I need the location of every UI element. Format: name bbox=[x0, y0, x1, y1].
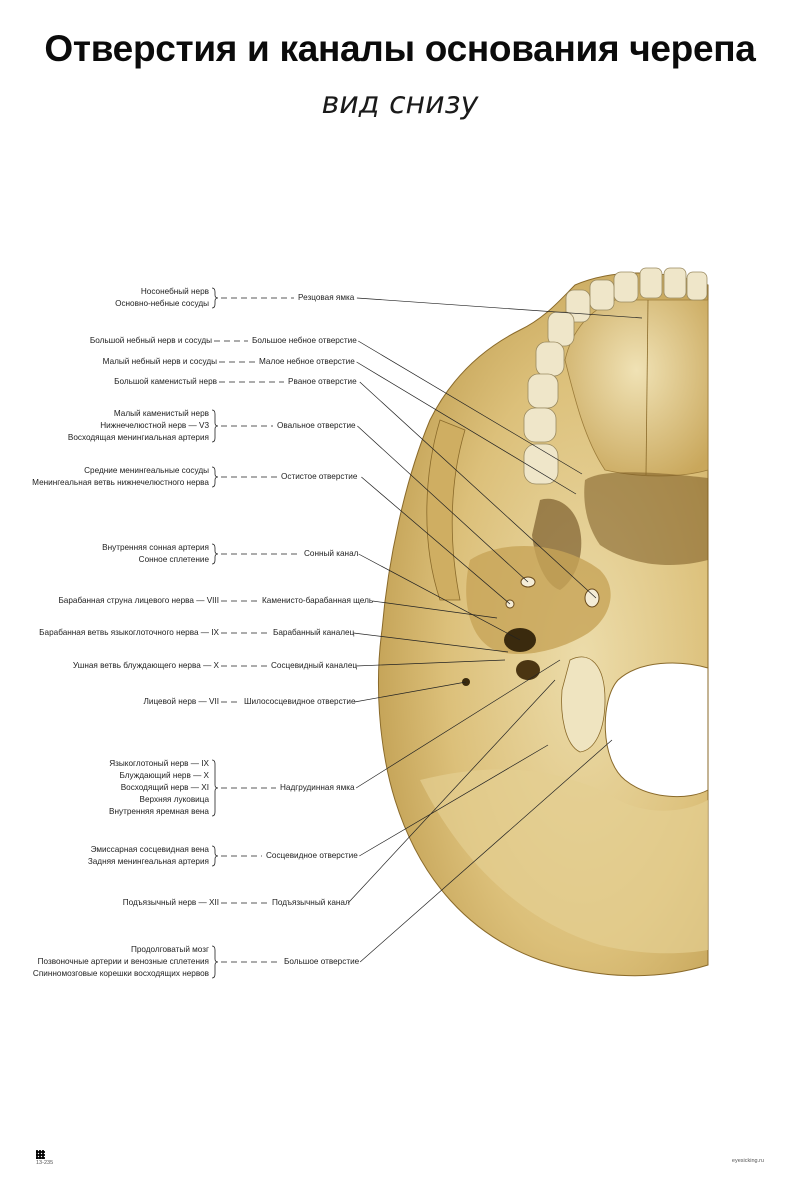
brace-s13 bbox=[211, 845, 219, 867]
leader-s7 bbox=[358, 553, 521, 641]
jugular-foramen bbox=[516, 660, 540, 680]
leader-s15 bbox=[359, 739, 613, 963]
leader-s14 bbox=[347, 679, 556, 904]
foramen-magnum bbox=[604, 662, 709, 798]
leader-s9 bbox=[353, 632, 509, 653]
label-group-s3: Малый небный нерв и сосуды bbox=[103, 356, 217, 368]
label-group-s2: Большой небный нерв и сосуды bbox=[90, 335, 212, 347]
leader-s5 bbox=[357, 425, 529, 583]
group-line: Малый небный нерв и сосуды bbox=[102, 357, 217, 366]
poster-code-block: 13-235 bbox=[36, 1150, 53, 1167]
group-line: Блуждающий нерв — X bbox=[119, 771, 209, 780]
group-line: Основно-небные сосуды bbox=[115, 299, 209, 308]
group-line: Большой каменистый нерв bbox=[114, 377, 217, 386]
petrous-region bbox=[466, 546, 611, 655]
leader-s12 bbox=[355, 659, 561, 789]
structure-name-s12: Надгрудинная ямка bbox=[280, 783, 355, 792]
structure-name-s7: Сонный канал bbox=[304, 549, 359, 558]
group-line: Сонное сплетение bbox=[138, 555, 209, 564]
group-line: Ушная ветвь блуждающего нерва — X bbox=[72, 661, 219, 670]
group-line: Средние менингеальные сосуды bbox=[84, 466, 209, 475]
leader-s2 bbox=[358, 340, 583, 475]
leader-s13 bbox=[359, 744, 549, 857]
occipital-condyle bbox=[561, 656, 606, 753]
structure-name-s6: Остистое отверстие bbox=[281, 472, 358, 481]
label-group-s11: Лицевой нерв — VII bbox=[144, 696, 219, 708]
brace-s1 bbox=[211, 287, 219, 309]
leader-s1 bbox=[356, 297, 643, 319]
group-line: Спинномозговые корешки восходящих нервов bbox=[32, 969, 209, 978]
label-group-s14: Подъязычный нерв — XII bbox=[123, 897, 219, 909]
label-group-s8: Барабанная струна лицевого нерва — VIII bbox=[58, 595, 219, 607]
structure-name-s5: Овальное отверстие bbox=[277, 421, 356, 430]
brace-s12 bbox=[211, 759, 219, 817]
structure-name-s1: Резцовая ямка bbox=[298, 293, 355, 302]
structure-name-s3: Малое небное отверстие bbox=[259, 357, 355, 366]
brace-s6 bbox=[211, 466, 219, 488]
group-line: Носонебный нерв bbox=[140, 287, 209, 296]
group-line: Малый каменистый нерв bbox=[113, 409, 209, 418]
group-line: Восходящий нерв — XI bbox=[120, 783, 209, 792]
structure-name-s10: Сосцевидный каналец bbox=[271, 661, 358, 670]
label-group-s12: Языкоглотоный нерв — IX Блуждающий нерв —… bbox=[109, 758, 209, 818]
structure-name-s8: Каменисто-барабанная щель bbox=[262, 596, 374, 605]
leader-s8 bbox=[372, 600, 498, 619]
group-line: Большой небный нерв и сосуды bbox=[89, 336, 212, 345]
group-line: Языкоглотоный нерв — IX bbox=[109, 759, 209, 768]
group-line: Позвоночные артерии и венозные сплетения bbox=[37, 957, 209, 966]
group-line: Внутренняя сонная артерия bbox=[102, 543, 209, 552]
poster-subtitle: вид снизу bbox=[321, 86, 479, 121]
poster-code: 13-235 bbox=[36, 1160, 54, 1166]
zygomatic-arch bbox=[426, 419, 466, 601]
brace-s7 bbox=[211, 543, 219, 565]
group-line: Эмиссарная сосцевидная вена bbox=[90, 845, 209, 854]
structure-name-s14: Подъязычный канал bbox=[272, 898, 350, 907]
teeth bbox=[523, 267, 708, 485]
label-group-s10: Ушная ветвь блуждающего нерва — X bbox=[73, 660, 219, 672]
structure-name-s9: Барабанный каналец bbox=[273, 628, 355, 637]
label-group-s4: Большой каменистый нерв bbox=[114, 376, 217, 388]
group-line: Задняя менингеальная артерия bbox=[87, 857, 209, 866]
group-line: Внутренняя яремная вена bbox=[109, 807, 209, 816]
poster-title: Отверстия и каналы основания черепа bbox=[44, 28, 756, 69]
structure-name-s11: Шилососцевидное отверстие bbox=[244, 697, 356, 706]
group-line: Барабанная ветвь языкоглоточного нерва —… bbox=[39, 628, 219, 637]
footer-site: eyesicking.ru bbox=[731, 1158, 764, 1164]
structure-name-s4: Рваное отверстие bbox=[288, 377, 357, 386]
label-group-s9: Барабанная ветвь языкоглоточного нерва —… bbox=[39, 627, 219, 639]
structure-name-s15: Большое отверстие bbox=[284, 957, 360, 966]
leader-s3 bbox=[356, 361, 577, 495]
nasal-cavity-shadow bbox=[584, 472, 708, 565]
occipital-shading bbox=[420, 769, 708, 954]
leader-s11 bbox=[354, 681, 467, 703]
group-line: Подъязычный нерв — XII bbox=[122, 898, 219, 907]
qr-code-icon bbox=[36, 1150, 45, 1159]
group-line: Менингеальная ветвь нижнечелюстного нерв… bbox=[32, 478, 209, 487]
brace-s5 bbox=[211, 409, 219, 443]
structure-name-s2: Большое небное отверстие bbox=[252, 336, 357, 345]
brace-s15 bbox=[211, 945, 219, 979]
group-line: Восходящая менингиальная артерия bbox=[67, 433, 209, 442]
leader-s6 bbox=[361, 476, 511, 605]
group-line: Нижнечелюстной нерв — V3 bbox=[100, 421, 209, 430]
group-line: Продолговатый мозг bbox=[130, 945, 209, 954]
group-line: Барабанная струна лицевого нерва — VIII bbox=[58, 596, 219, 605]
group-line: Лицевой нерв — VII bbox=[143, 697, 219, 706]
foramen-lacerum bbox=[584, 588, 600, 608]
leader-s4 bbox=[359, 381, 597, 599]
structure-name-s13: Сосцевидное отверстие bbox=[266, 851, 358, 860]
leader-s10 bbox=[355, 659, 506, 667]
group-line: Верхняя луковица bbox=[139, 795, 210, 804]
